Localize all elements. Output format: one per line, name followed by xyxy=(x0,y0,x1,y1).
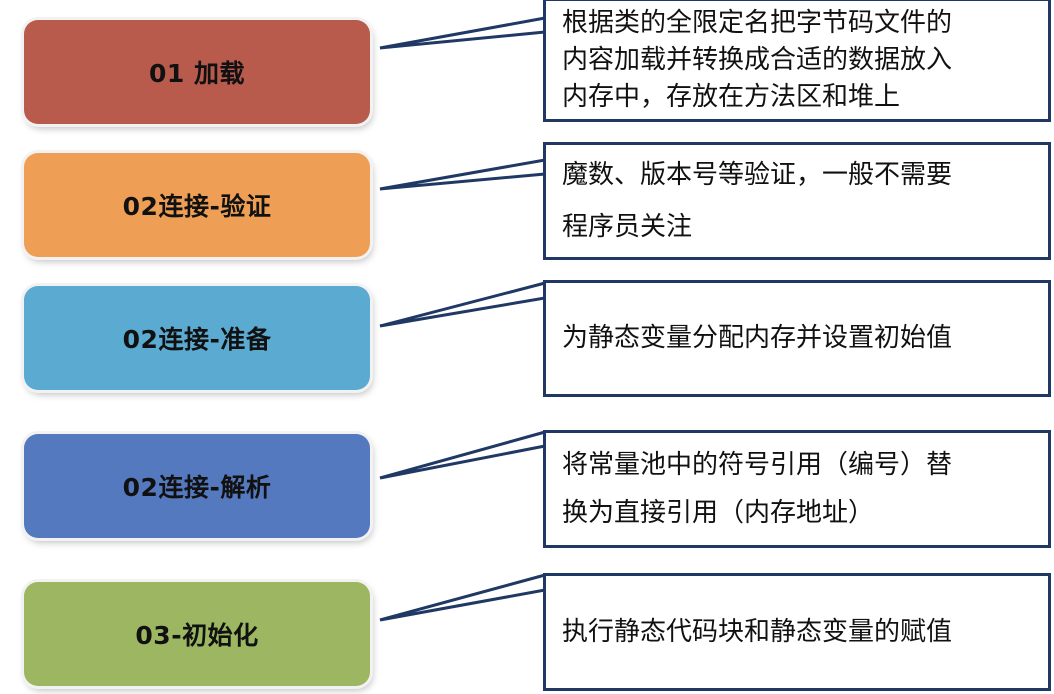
callout-prepare: 为静态变量分配内存并设置初始值 xyxy=(543,280,1051,397)
stage-label-load: 01 加载 xyxy=(149,59,245,88)
stage-box-load: 01 加载 xyxy=(24,20,370,124)
callout-resolve: 将常量池中的符号引用（编号）替 换为直接引用（内存地址） xyxy=(543,430,1051,548)
stage-label-resolve: 02连接-解析 xyxy=(122,473,272,502)
stage-label-init: 03-初始化 xyxy=(135,621,259,650)
callout-text-load: 根据类的全限定名把字节码文件的 内容加载并转换成合适的数据放入 内存中，存放在方… xyxy=(562,7,953,112)
stage-label-prepare: 02连接-准备 xyxy=(122,325,272,354)
callout-verify: 魔数、版本号等验证，一般不需要 程序员关注 xyxy=(543,142,1051,260)
stage-box-resolve: 02连接-解析 xyxy=(24,434,370,538)
connector-step-1 xyxy=(379,16,547,50)
callout-text-resolve: 将常量池中的符号引用（编号）替 换为直接引用（内存地址） xyxy=(562,450,953,528)
connector-step-5 xyxy=(379,573,547,622)
stage-box-init: 03-初始化 xyxy=(24,582,370,686)
callout-text-prepare: 为静态变量分配内存并设置初始值 xyxy=(562,323,953,353)
callout-init: 执行静态代码块和静态变量的赋值 xyxy=(543,573,1051,691)
connector-step-4 xyxy=(379,430,547,480)
stage-label-verify: 02连接-验证 xyxy=(122,192,272,221)
callout-text-verify: 魔数、版本号等验证，一般不需要 程序员关注 xyxy=(562,160,953,242)
callout-text-init: 执行静态代码块和静态变量的赋值 xyxy=(562,616,953,647)
stage-box-verify: 02连接-验证 xyxy=(24,153,370,257)
connector-step-2 xyxy=(379,158,547,191)
connector-step-3 xyxy=(379,281,547,328)
stage-box-prepare: 02连接-准备 xyxy=(24,286,370,390)
callout-load: 根据类的全限定名把字节码文件的 内容加载并转换成合适的数据放入 内存中，存放在方… xyxy=(543,0,1051,122)
